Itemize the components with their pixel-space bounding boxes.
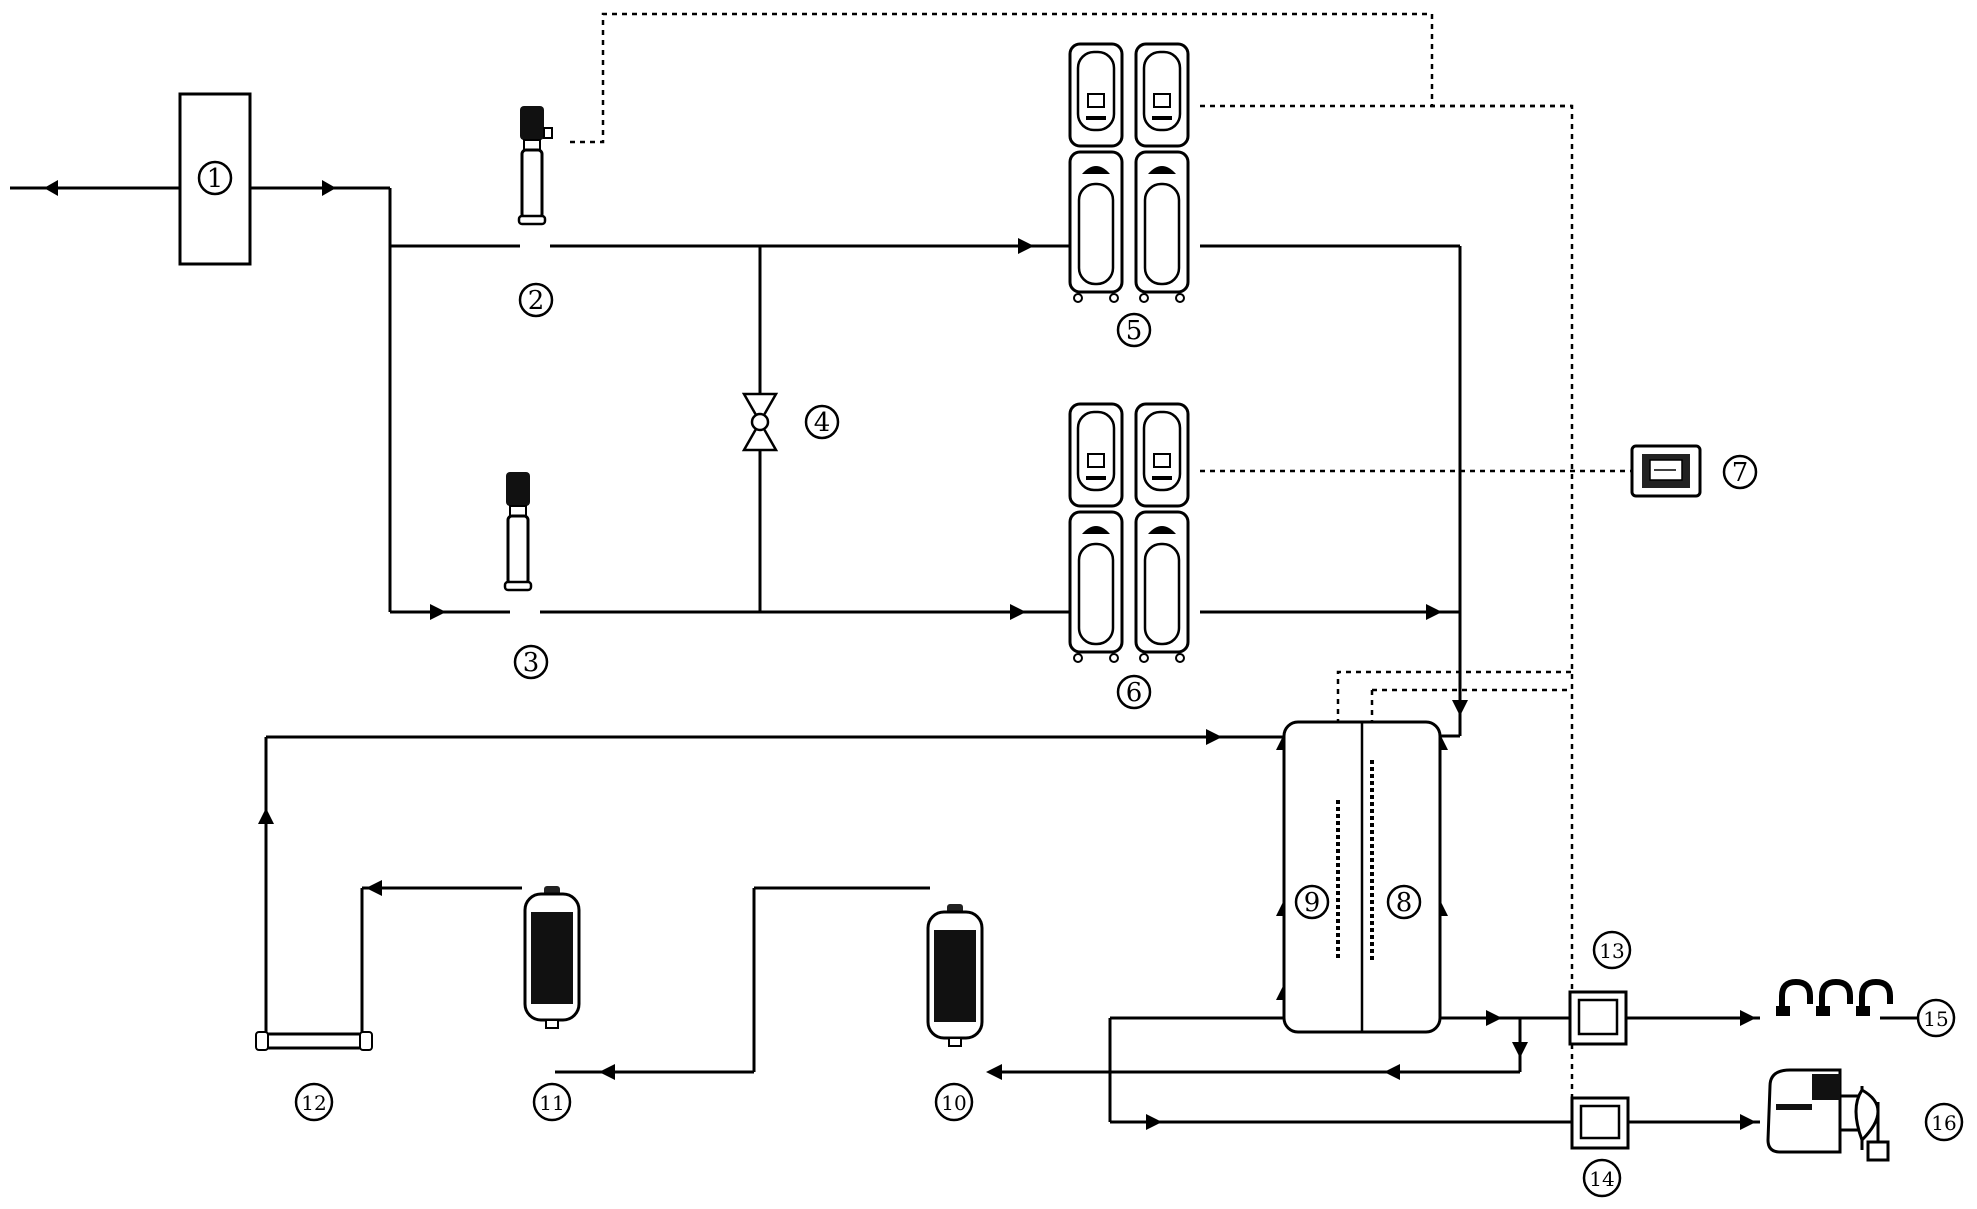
label-13: 13 [1592, 930, 1632, 970]
svg-text:1: 1 [207, 164, 224, 194]
uv-sterilizer-12 [255, 1031, 373, 1051]
pump-2 [517, 104, 553, 226]
signal-lines [570, 12, 1632, 1098]
storage-tank [1282, 720, 1442, 1034]
label-11: 11 [532, 1082, 572, 1122]
svg-text:3: 3 [523, 648, 540, 678]
flow-arrows [44, 180, 1756, 1130]
label-4: 4 [804, 404, 840, 440]
svg-text:5: 5 [1126, 316, 1143, 346]
svg-text:13: 13 [1599, 939, 1624, 963]
label-6: 6 [1116, 674, 1152, 710]
label-7: 7 [1722, 454, 1758, 490]
dispenser-16 [1766, 1068, 1890, 1162]
label-3: 3 [513, 644, 549, 680]
svg-text:2: 2 [528, 286, 545, 316]
svg-text:10: 10 [941, 1091, 966, 1115]
label-9: 9 [1294, 884, 1330, 920]
svg-text:14: 14 [1589, 1167, 1614, 1191]
svg-text:9: 9 [1304, 888, 1321, 918]
svg-text:7: 7 [1732, 458, 1749, 488]
svg-text:4: 4 [814, 408, 831, 438]
label-8: 8 [1386, 884, 1422, 920]
label-12: 12 [294, 1082, 334, 1122]
pump-3 [503, 470, 533, 592]
svg-text:16: 16 [1931, 1111, 1956, 1135]
treatment-unit-5 [1068, 42, 1190, 304]
label-10: 10 [934, 1082, 974, 1122]
cartridge-filter-11 [523, 884, 581, 1030]
label-2: 2 [518, 282, 554, 318]
svg-text:11: 11 [539, 1091, 564, 1115]
bypass-valve-4 [741, 392, 779, 452]
label-14: 14 [1582, 1158, 1622, 1198]
svg-text:6: 6 [1126, 678, 1143, 708]
svg-text:12: 12 [301, 1091, 326, 1115]
taps-15 [1776, 978, 1893, 1016]
svg-text:8: 8 [1396, 888, 1413, 918]
controller-7 [1630, 444, 1702, 498]
label-5: 5 [1116, 312, 1152, 348]
label-16: 16 [1924, 1102, 1964, 1142]
flow-meter-13 [1568, 990, 1628, 1046]
flow-meter-14 [1570, 1096, 1630, 1150]
label-15: 15 [1916, 998, 1956, 1038]
cartridge-filter-10 [926, 902, 984, 1048]
label-1: 1 [197, 160, 233, 196]
treatment-unit-6 [1068, 402, 1190, 664]
svg-text:15: 15 [1923, 1007, 1948, 1031]
